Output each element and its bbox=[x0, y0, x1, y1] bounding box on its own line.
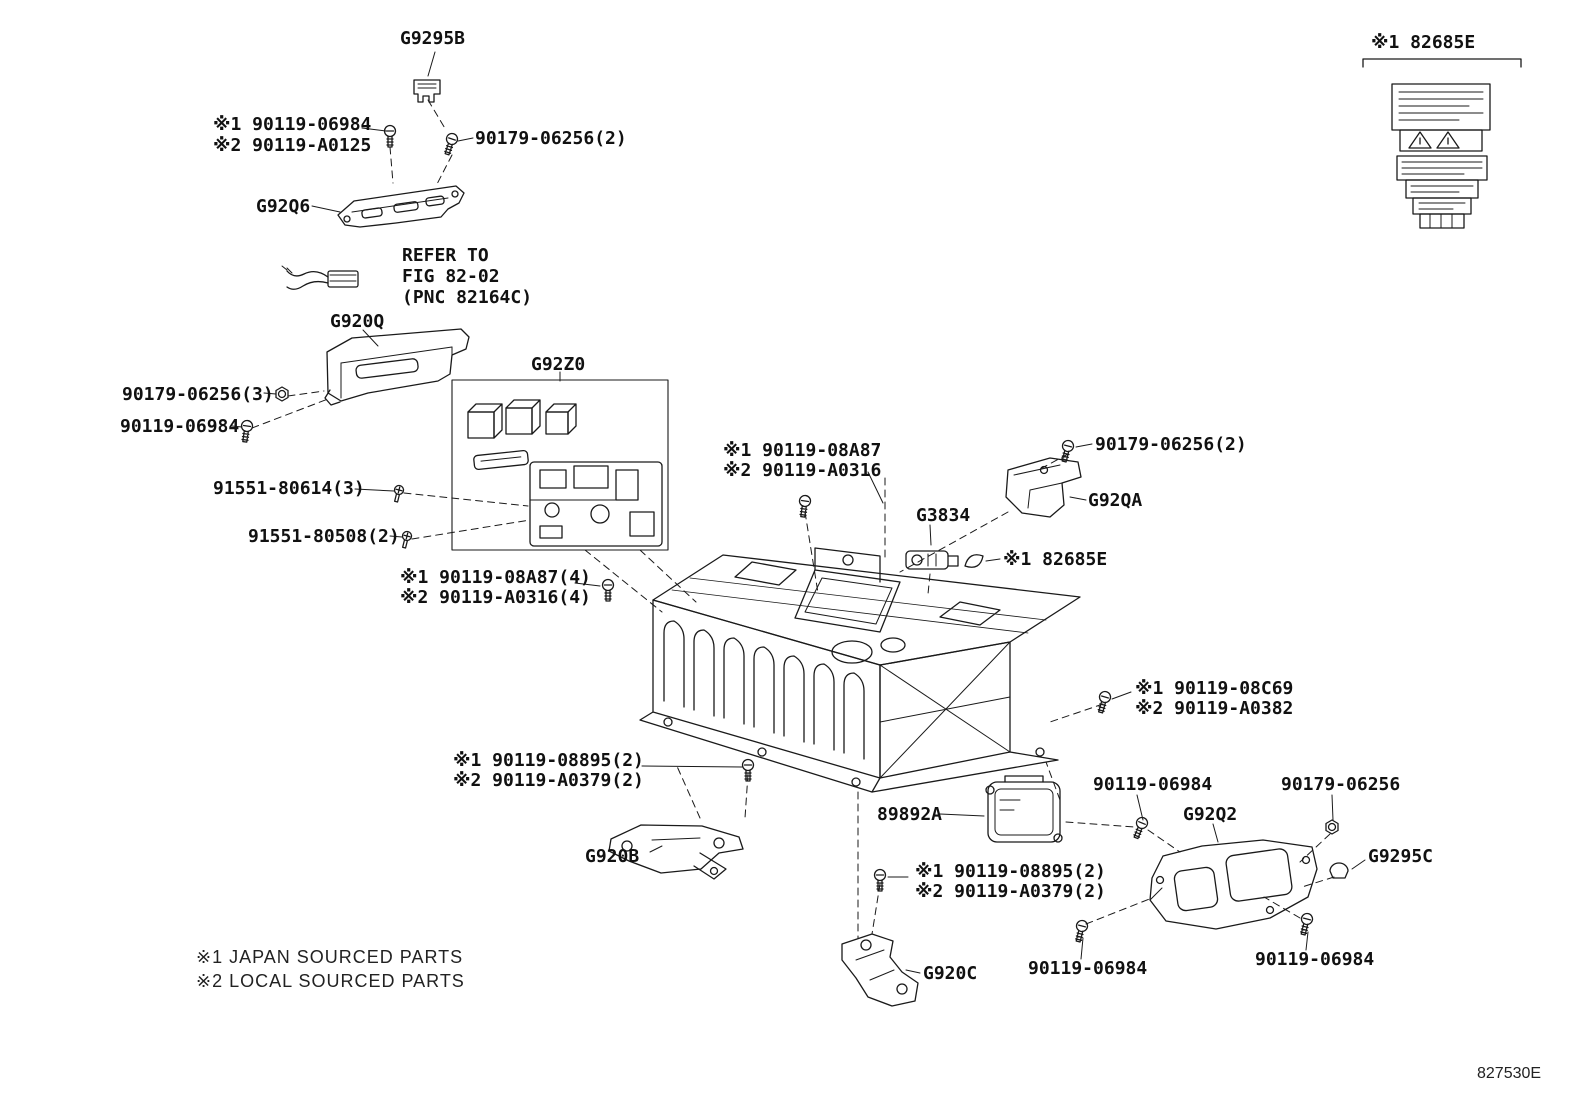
fastener-label-90119-06984-left: 90119-06984 bbox=[120, 416, 240, 437]
screw-icon bbox=[238, 419, 254, 444]
part-89892a-ecu-drawing bbox=[985, 775, 1063, 843]
battery-pack-drawing bbox=[639, 547, 1081, 793]
part-82685e-clip-drawing bbox=[964, 554, 984, 568]
fastener-label-90119-a0382-ref2: ※2 90119-A0382 bbox=[1135, 698, 1294, 719]
leader-lines-solid bbox=[231, 51, 1366, 974]
fastener-label-90119-08c69-ref1: ※1 90119-08C69 bbox=[1135, 678, 1294, 699]
part-g92q2-bracket-drawing bbox=[1149, 839, 1318, 930]
fastener-label-90119-08a87-ref1: ※1 90119-08A87 bbox=[723, 440, 882, 461]
screw-icon bbox=[873, 868, 887, 892]
fastener-label-90119-08895-2-bottom-ref1: ※1 90119-08895(2) bbox=[915, 861, 1106, 882]
part-g9295c-grommet-drawing bbox=[1329, 862, 1349, 879]
part-label-82685e-top: ※1 82685E bbox=[1371, 32, 1476, 53]
part-g9295b-clip-drawing bbox=[413, 79, 441, 103]
part-label-82685e-mid: ※1 82685E bbox=[1003, 549, 1108, 570]
small-screw-icon bbox=[399, 529, 414, 550]
screw-icon bbox=[601, 578, 615, 602]
screw-icon bbox=[1094, 689, 1113, 715]
part-label-g92z0: G92Z0 bbox=[531, 354, 586, 375]
fastener-label-90119-a0379-2-left-ref2: ※2 90119-A0379(2) bbox=[453, 770, 644, 791]
refer-note-line3: (PNC 82164C) bbox=[402, 287, 533, 308]
part-label-g920c: G920C bbox=[923, 963, 978, 984]
part-g920c-bracket-drawing bbox=[841, 933, 919, 1007]
part-g920b-bracket-drawing bbox=[608, 824, 744, 880]
part-label-g920q: G920Q bbox=[330, 311, 385, 332]
fastener-label-90119-08a87-4-ref1: ※1 90119-08A87(4) bbox=[400, 567, 591, 588]
part-label-g9295b: G9295B bbox=[400, 28, 466, 49]
part-label-89892a: 89892A bbox=[877, 804, 943, 825]
fastener-label-90119-a0379-2-bottom-ref2: ※2 90119-A0379(2) bbox=[915, 881, 1106, 902]
part-g920q-bracket-drawing bbox=[324, 328, 470, 406]
fastener-label-90179-06256-2-right: 90179-06256(2) bbox=[1095, 434, 1247, 455]
screw-icon bbox=[441, 131, 460, 157]
refer-note-line2: FIG 82-02 bbox=[402, 266, 500, 287]
fastener-label-91551-80614-3: 91551-80614(3) bbox=[213, 478, 365, 499]
screw-icon bbox=[1297, 911, 1315, 937]
part-label-g92q6: G92Q6 bbox=[256, 196, 311, 217]
leader-lines-dashed bbox=[251, 99, 1335, 939]
part-label-g3834: G3834 bbox=[916, 505, 971, 526]
refer-note-line1: REFER TO bbox=[402, 245, 489, 266]
figure-code: 827530E bbox=[1477, 1065, 1542, 1082]
legend-note-local-sourced: ※2 LOCAL SOURCED PARTS bbox=[196, 971, 465, 991]
fastener-label-90119-a0316-ref2: ※2 90119-A0316 bbox=[723, 460, 882, 481]
part-label-g92q2: G92Q2 bbox=[1183, 804, 1238, 825]
fastener-label-90119-a0316-4-ref2: ※2 90119-A0316(4) bbox=[400, 587, 591, 608]
fastener-label-90119-06984-ref1: ※1 90119-06984 bbox=[213, 114, 372, 135]
part-g92q6-bracket-drawing bbox=[337, 185, 465, 228]
legend-note-japan-sourced: ※1 JAPAN SOURCED PARTS bbox=[196, 947, 464, 967]
fastener-label-90119-06984-bottom1: 90119-06984 bbox=[1028, 958, 1148, 979]
part-82685e-sticker-drawing bbox=[1362, 58, 1522, 229]
screw-icon bbox=[1072, 918, 1090, 944]
screw-icon bbox=[796, 494, 812, 519]
nut-icon bbox=[275, 386, 289, 402]
part-g3834-drawing bbox=[905, 550, 959, 570]
small-screw-icon bbox=[391, 483, 406, 504]
part-label-g9295c: G9295C bbox=[1368, 846, 1434, 867]
part-label-g92qa: G92QA bbox=[1088, 490, 1143, 511]
fastener-label-91551-80508-2: 91551-80508(2) bbox=[248, 526, 400, 547]
screw-icon bbox=[383, 124, 397, 148]
fastener-label-90119-06984-mid: 90119-06984 bbox=[1093, 774, 1213, 795]
part-g92qa-bracket-drawing bbox=[1005, 457, 1082, 518]
part-g92z0-assembly-drawing bbox=[451, 379, 669, 551]
nut-icon bbox=[1325, 819, 1339, 835]
fastener-label-90119-06984-bottom2: 90119-06984 bbox=[1255, 949, 1375, 970]
part-label-g920b: G920B bbox=[585, 846, 640, 867]
screw-icon bbox=[1130, 815, 1150, 841]
wire-harness-drawing bbox=[281, 265, 359, 290]
fastener-label-90179-06256-3: 90179-06256(3) bbox=[122, 384, 274, 405]
fastener-label-90179-06256-right: 90179-06256 bbox=[1281, 774, 1401, 795]
fastener-label-90119-a0125-ref2: ※2 90119-A0125 bbox=[213, 135, 372, 156]
fastener-label-90179-06256-2: 90179-06256(2) bbox=[475, 128, 627, 149]
fastener-label-90119-08895-2-left-ref1: ※1 90119-08895(2) bbox=[453, 750, 644, 771]
